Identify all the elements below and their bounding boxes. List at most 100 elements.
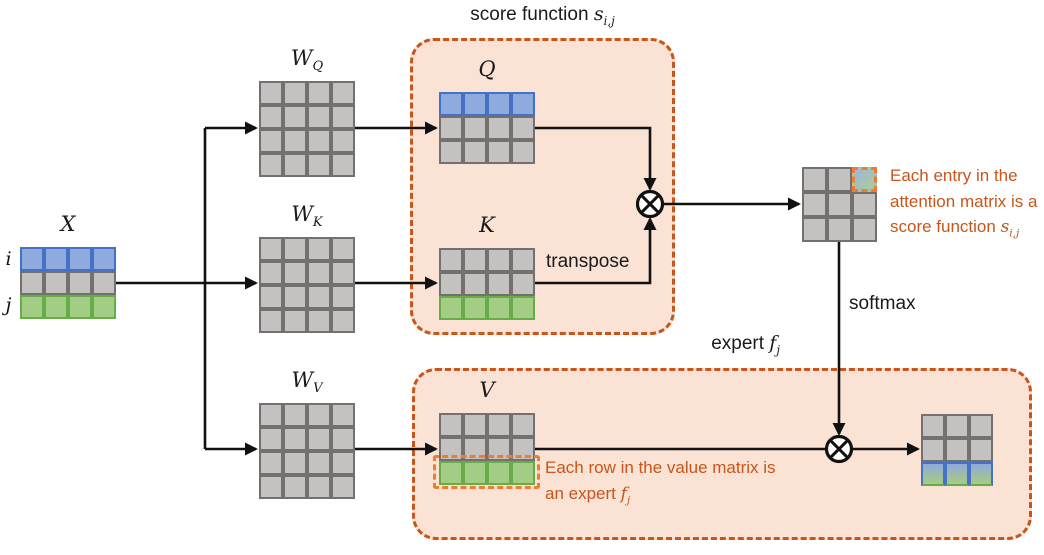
key-cell — [487, 248, 511, 272]
output-cell — [945, 438, 969, 462]
w-value-cell — [307, 427, 331, 451]
w-query-cell — [307, 81, 331, 105]
attention-cell — [827, 192, 852, 217]
row-i-label: i — [5, 248, 12, 270]
row-j-label: j — [5, 294, 12, 316]
w-query-cell — [259, 129, 283, 153]
x-input-cell — [92, 295, 116, 319]
w-key-cell — [283, 261, 307, 285]
w-key-cell — [307, 309, 331, 333]
query-cell — [487, 92, 511, 116]
key-cell — [463, 296, 487, 320]
x-input-matrix — [20, 247, 116, 319]
value-cell — [511, 461, 535, 485]
transpose-label: transpose — [546, 251, 630, 272]
softmax-label: softmax — [849, 293, 916, 314]
x-input-cell — [20, 247, 44, 271]
w-key-cell — [307, 261, 331, 285]
w-value-cell — [331, 475, 355, 499]
w-key-cell — [259, 237, 283, 261]
value-cell — [439, 413, 463, 437]
v-matrix-label: V — [479, 378, 495, 402]
attention-matrix — [802, 167, 877, 242]
w-value-cell — [283, 427, 307, 451]
key-cell — [463, 248, 487, 272]
w-query-cell — [283, 153, 307, 177]
key-cell — [463, 272, 487, 296]
w-key-cell — [259, 285, 283, 309]
w-query-matrix — [259, 81, 355, 177]
w-key-cell — [307, 285, 331, 309]
x-input-cell — [44, 271, 68, 295]
output-cell — [969, 414, 993, 438]
x-input-cell — [68, 295, 92, 319]
w-query-cell — [307, 105, 331, 129]
w-query-cell — [283, 105, 307, 129]
w-value-cell — [331, 451, 355, 475]
w-value-cell — [307, 451, 331, 475]
key-cell — [511, 248, 535, 272]
w-query-cell — [259, 105, 283, 129]
x-input-cell — [92, 247, 116, 271]
w-key-matrix — [259, 237, 355, 333]
x-input-cell — [44, 247, 68, 271]
w-key-cell — [283, 237, 307, 261]
expert-box-title: expert fj — [711, 332, 780, 357]
attention-note: Each entry in the attention matrix is a … — [890, 166, 1038, 240]
key-cell — [439, 296, 463, 320]
output-cell — [945, 414, 969, 438]
w-query-cell — [331, 153, 355, 177]
value-cell — [463, 413, 487, 437]
matmul-operator-icon-2 — [824, 434, 854, 464]
key-cell — [487, 272, 511, 296]
key-cell — [511, 296, 535, 320]
x-input-cell — [92, 271, 116, 295]
w-query-cell — [259, 153, 283, 177]
x-input-cell — [20, 271, 44, 295]
attention-cell — [802, 192, 827, 217]
x-input-cell — [44, 295, 68, 319]
query-cell — [463, 92, 487, 116]
attention-cell — [802, 217, 827, 242]
w-key-cell — [331, 237, 355, 261]
k-to-matmul1-arrow — [535, 217, 657, 285]
query-cell — [511, 116, 535, 140]
wk-matrix-label: WK — [291, 202, 323, 231]
x-input-cell — [68, 247, 92, 271]
w-value-matrix — [259, 403, 355, 499]
query-cell — [463, 140, 487, 164]
query-cell — [463, 116, 487, 140]
w-key-cell — [283, 285, 307, 309]
score-function-title: score function si,j — [470, 3, 615, 28]
x-input-cell — [20, 295, 44, 319]
x-to-branch-line — [116, 128, 207, 449]
value-cell — [487, 413, 511, 437]
value-cell — [463, 461, 487, 485]
w-value-cell — [283, 451, 307, 475]
attention-cell — [852, 217, 877, 242]
query-matrix — [439, 92, 535, 164]
w-query-cell — [307, 153, 331, 177]
output-cell — [921, 438, 945, 462]
key-cell — [487, 296, 511, 320]
key-matrix — [439, 248, 535, 320]
key-cell — [439, 248, 463, 272]
query-cell — [487, 116, 511, 140]
key-cell — [439, 272, 463, 296]
q-to-matmul1-arrow — [535, 126, 657, 191]
w-query-cell — [259, 81, 283, 105]
output-matrix — [921, 414, 993, 486]
w-value-cell — [259, 403, 283, 427]
value-note: Each row in the value matrix is an exper… — [545, 458, 776, 506]
query-cell — [439, 92, 463, 116]
query-cell — [439, 140, 463, 164]
w-value-cell — [331, 403, 355, 427]
w-query-cell — [283, 81, 307, 105]
w-key-cell — [259, 309, 283, 333]
attention-cell — [827, 167, 852, 192]
matmul-operator-icon-1 — [635, 189, 665, 219]
value-row-highlight — [433, 455, 540, 489]
q-matrix-label: Q — [478, 57, 496, 81]
